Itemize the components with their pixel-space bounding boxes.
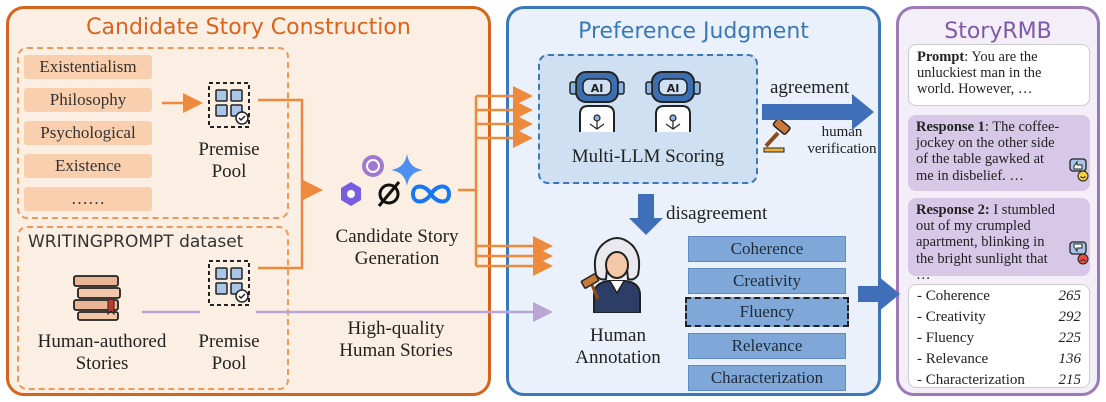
- prompt-card: Prompt: You are the unluckiest man in th…: [908, 44, 1090, 106]
- books-icon: [73, 275, 121, 321]
- panel-title: Candidate Story Construction: [86, 15, 411, 40]
- robot-icon: AI: [569, 71, 625, 132]
- prompt-text: : You are the unluckiest man in the worl…: [917, 49, 1042, 98]
- criterion-fluency: Fluency: [685, 297, 849, 327]
- panel-title: Preference Judgment: [578, 19, 809, 44]
- tag-philosophy: Philosophy: [24, 88, 152, 112]
- llm-logo-icon: [341, 154, 452, 207]
- document-grid-icon: [208, 260, 250, 306]
- human-annotation-label: Human Annotation: [575, 325, 661, 368]
- thumbs-up-icon: [1069, 158, 1089, 182]
- criterion-relevance: Relevance: [688, 333, 846, 359]
- response-1-card: Response 1: The coffee-jockey on the oth…: [908, 115, 1090, 191]
- tag-psychological: Psychological: [24, 121, 152, 145]
- response-1-label: Response 1: [916, 119, 985, 135]
- multi-llm-box: [538, 54, 758, 184]
- svg-text:AI: AI: [667, 82, 680, 95]
- robot-icon: AI: [645, 71, 701, 132]
- dataset-title: WRITINGPROMPT dataset: [28, 232, 244, 252]
- thumbs-down-icon: [1069, 241, 1089, 265]
- writingprompt-box: [17, 226, 289, 390]
- disagreement-label: disagreement: [666, 203, 768, 224]
- criterion-creativity: Creativity: [688, 268, 846, 294]
- tag-more: ……: [24, 187, 152, 211]
- criterion-coherence: Coherence: [688, 236, 846, 262]
- hq-human-label: High-quality Human Stories: [339, 318, 453, 361]
- prompt-label: Prompt: [917, 49, 965, 65]
- response-2-text: I stumbled out of my crumpled apartment,…: [916, 202, 1055, 283]
- premise-pool-label: Premise Pool: [198, 331, 260, 374]
- response-2-label: Response 2:: [916, 202, 990, 218]
- tag-existentialism: Existentialism: [24, 55, 152, 79]
- premise-pool-label: Premise Pool: [198, 139, 260, 182]
- judge-icon: [580, 237, 641, 313]
- svg-text:AI: AI: [591, 82, 604, 95]
- candidate-generation-label: Candidate Story Generation: [335, 226, 459, 269]
- human-verification-label: human verification: [807, 124, 877, 158]
- human-authored-label: Human-authored Stories: [37, 331, 167, 374]
- document-grid-icon: [208, 82, 250, 128]
- panel-title: StoryRMB: [944, 19, 1052, 44]
- response-1-text: : The coffee-jockey on the other side of…: [916, 119, 1060, 184]
- tag-existence: Existence: [24, 154, 152, 178]
- criterion-characterization: Characterization: [688, 365, 846, 391]
- response-2-card: Response 2: I stumbled out of my crumple…: [908, 198, 1090, 283]
- multi-llm-label: Multi-LLM Scoring: [571, 146, 725, 167]
- agreement-label: agreement: [770, 77, 850, 98]
